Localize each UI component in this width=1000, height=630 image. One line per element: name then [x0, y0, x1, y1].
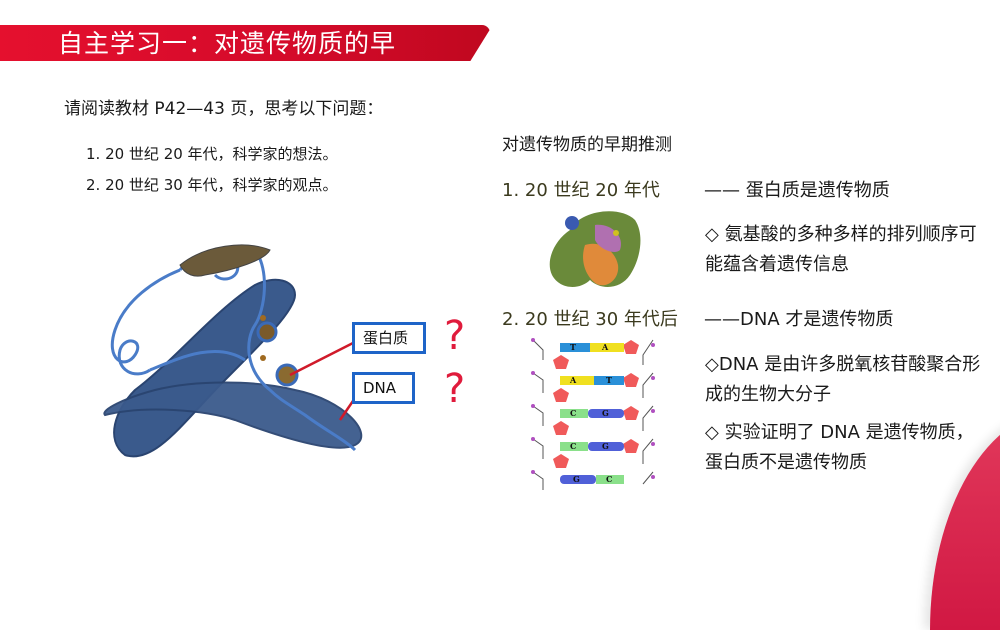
question-mark-protein: ?: [444, 313, 466, 359]
era-2-label: 2. 20 世纪 30 年代后: [502, 309, 678, 330]
dna-double-helix-diagram: T A A T C G C G G C: [531, 338, 655, 490]
svg-text:A: A: [601, 342, 609, 352]
slide-title: 自主学习一：对遗传物质的早: [58, 29, 397, 58]
era-1-bullet-1: ◇ 氨基酸的多种多样的排列顺序可能蕴含着遗传信息: [705, 224, 977, 275]
svg-text:G: G: [602, 441, 609, 451]
question-mark-dna: ?: [444, 366, 466, 412]
svg-text:C: C: [570, 408, 576, 418]
title-banner: [0, 25, 490, 61]
era-1-claim: —— 蛋白质是遗传物质: [704, 180, 890, 201]
era-2-bullet-1: ◇DNA 是由许多脱氧核苷酸聚合形成的生物大分子: [705, 354, 981, 405]
svg-text:C: C: [570, 441, 576, 451]
svg-text:A: A: [569, 375, 577, 385]
era-2-bullet-2: ◇ 实验证明了 DNA 是遗传物质，蛋白质不是遗传物质: [705, 422, 974, 473]
protein-label: 蛋白质: [352, 322, 426, 354]
question-1: 1. 20 世纪 20 年代，科学家的想法。: [86, 145, 338, 163]
question-2: 2. 20 世纪 30 年代，科学家的观点。: [86, 176, 338, 194]
svg-text:T: T: [570, 342, 576, 352]
reading-instruction: 请阅读教材 P42—43 页，思考以下问题：: [64, 99, 384, 119]
chromosome-illustration: [103, 244, 363, 458]
era-1-label: 1. 20 世纪 20 年代: [502, 180, 660, 201]
protein-structure-image: [549, 211, 641, 287]
dna-label: DNA: [352, 372, 415, 404]
svg-text:C: C: [606, 474, 612, 484]
svg-text:G: G: [602, 408, 609, 418]
era-2-claim: ——DNA 才是遗传物质: [704, 309, 894, 330]
svg-text:T: T: [606, 375, 612, 385]
svg-text:G: G: [573, 474, 580, 484]
early-hypotheses-heading: 对遗传物质的早期推测: [502, 135, 672, 155]
